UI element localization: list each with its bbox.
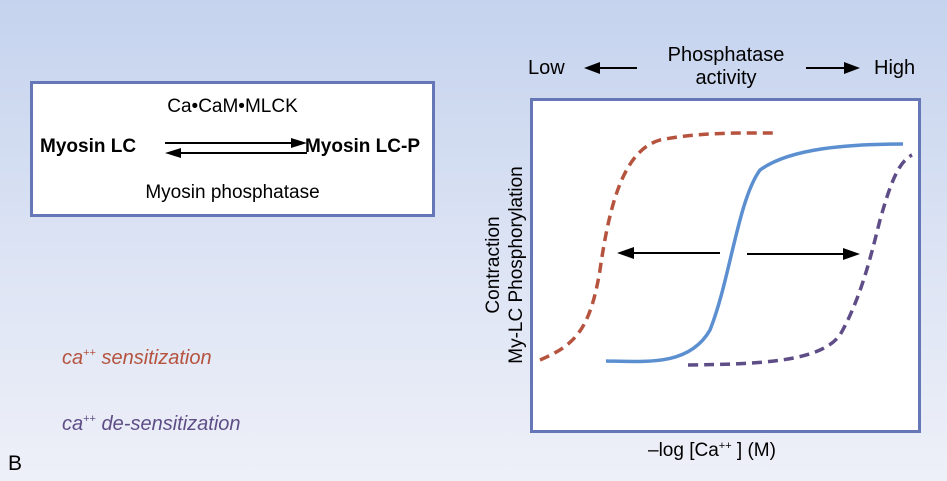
high-label: High bbox=[874, 57, 916, 79]
curve-control bbox=[605, 142, 904, 364]
legend-desensitization: ca++ de-sensitization bbox=[62, 413, 241, 436]
substrate-label: Myosin LC bbox=[40, 136, 137, 157]
x-label-sup: ++ bbox=[718, 440, 732, 452]
legend-desensitization-text: de-sensitization bbox=[95, 413, 241, 435]
x-axis-label: –log [Ca++ ] (M) bbox=[648, 440, 776, 462]
curve-sensitization bbox=[539, 131, 779, 362]
x-label-suffix: ] (M) bbox=[731, 440, 776, 461]
reaction-box: Ca•CaM•MLCK Myosin LC Myosin LC-P Myosin… bbox=[30, 81, 435, 217]
right-top-arrow-icon bbox=[806, 62, 860, 74]
shift-right-arrow-icon bbox=[747, 248, 860, 260]
phosphatase-label: Myosin phosphatase bbox=[145, 182, 320, 203]
legend-sensitization-sup: ++ bbox=[83, 347, 96, 359]
curve-desensitization bbox=[687, 153, 913, 367]
phosphatase-line1: Phosphatase bbox=[667, 44, 785, 66]
legend-desensitization-prefix: ca bbox=[62, 413, 84, 435]
legend-sensitization: ca++ sensitization bbox=[62, 347, 212, 370]
graph-box bbox=[530, 98, 921, 433]
kinase-label: Ca•CaM•MLCK bbox=[167, 96, 298, 117]
legend-sensitization-text: sensitization bbox=[95, 347, 212, 369]
legend-sensitization-prefix: ca bbox=[62, 347, 84, 369]
low-label: Low bbox=[528, 57, 565, 79]
legend-desensitization-sup: ++ bbox=[83, 413, 96, 425]
phosphatase-activity-label: Phosphatase activity bbox=[647, 44, 805, 90]
equilibrium-arrows-icon bbox=[165, 138, 307, 158]
left-top-arrow-icon bbox=[584, 62, 637, 74]
phosphatase-line2: activity bbox=[695, 67, 757, 89]
panel-letter: B bbox=[8, 452, 23, 475]
x-label-prefix: –log [Ca bbox=[648, 440, 719, 461]
product-label: Myosin LC-P bbox=[304, 136, 420, 157]
shift-left-arrow-icon bbox=[617, 247, 720, 259]
